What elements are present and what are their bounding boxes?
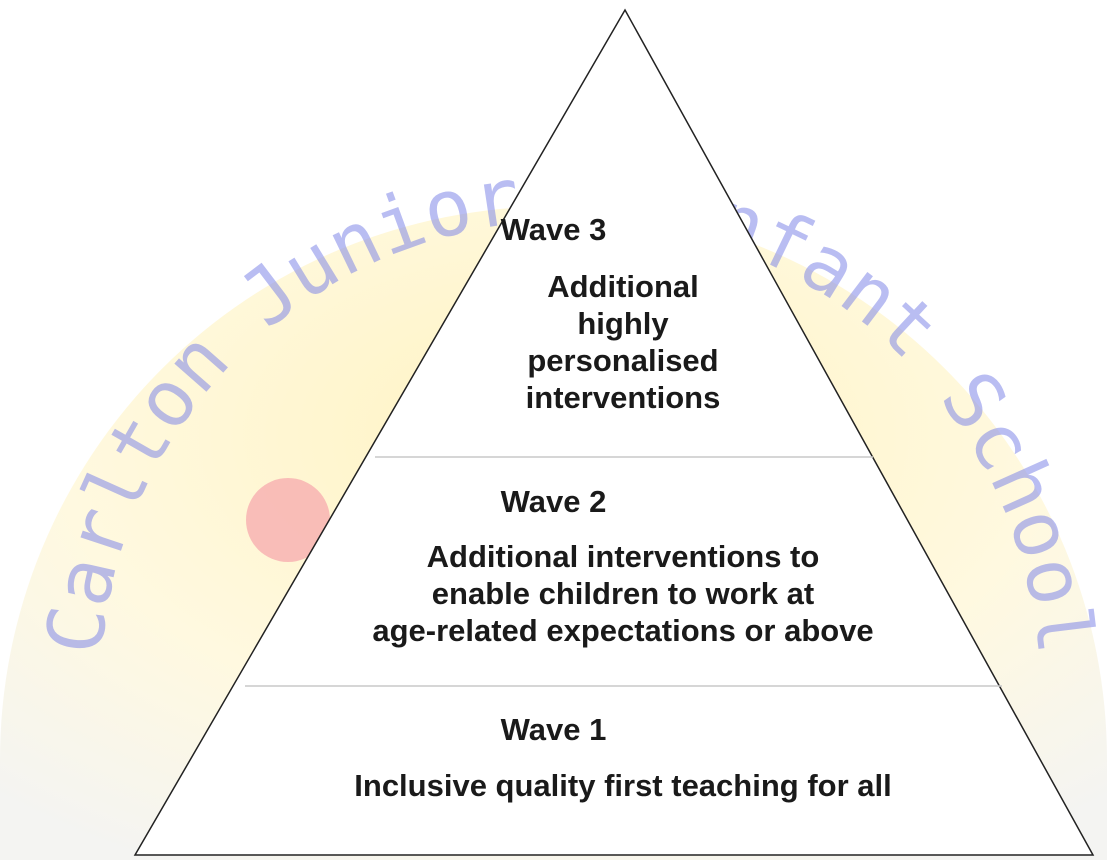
watermark-dot xyxy=(246,478,330,562)
wave-2-description-line: enable children to work at xyxy=(431,576,815,611)
wave-1-description: Inclusive quality first teaching for all xyxy=(263,767,983,804)
wave-1-heading: Wave 1 xyxy=(500,712,607,747)
wave-2-description-line: age-related expectations or above xyxy=(372,613,874,648)
wave-3-description-line: interventions xyxy=(525,380,721,415)
wave-2-description-line: Additional interventions to xyxy=(426,539,820,574)
pyramid-triangle xyxy=(133,8,1095,856)
wave-3-description: Additional highly personalised intervent… xyxy=(423,268,823,416)
wave-3-heading: Wave 3 xyxy=(500,212,607,247)
wave-3-description-line: Additional xyxy=(547,269,699,304)
wave-2-description: Additional interventions to enable child… xyxy=(303,538,943,649)
wave-3-description-line: highly xyxy=(577,306,669,341)
wave-2-heading: Wave 2 xyxy=(500,484,607,519)
wave-1-description-line: Inclusive quality first teaching for all xyxy=(354,768,892,803)
wave-3-description-line: personalised xyxy=(527,343,719,378)
